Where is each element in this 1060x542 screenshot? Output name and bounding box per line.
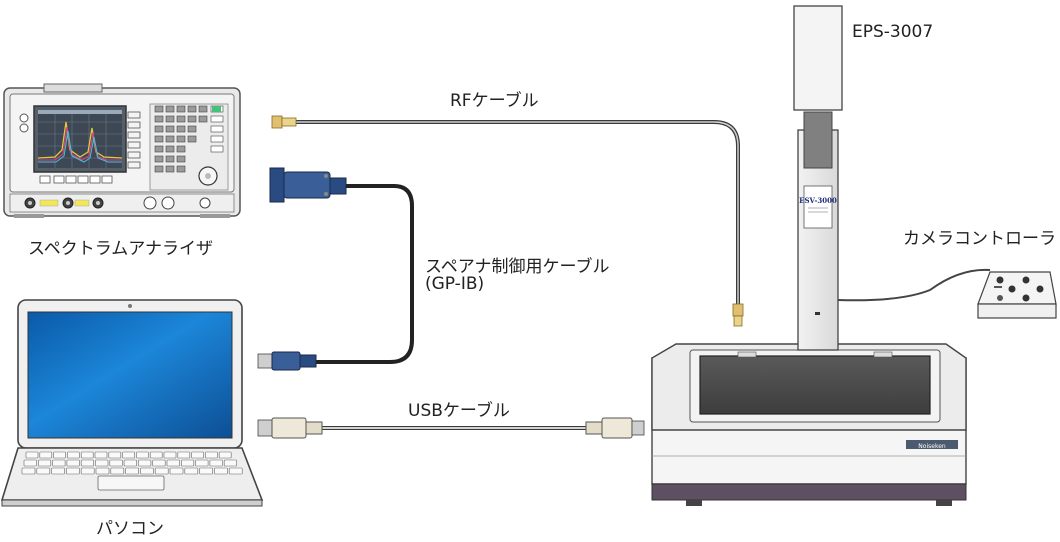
keyboard-key (214, 467, 228, 475)
pc-label: パソコン (96, 519, 164, 539)
camera-head (793, 5, 843, 111)
scan-tray (699, 355, 931, 415)
keyboard-key (21, 467, 36, 475)
gpib-cable-sublabel: (GP-IB) (425, 274, 485, 294)
gpib-cable (257, 167, 414, 371)
keyboard-key (191, 451, 204, 459)
spectrum-analyzer (3, 83, 241, 218)
keyboard-key (166, 459, 180, 467)
keyboard-key (37, 459, 52, 467)
keyboard-key (66, 459, 80, 467)
keyboard-key (80, 459, 94, 467)
laptop-touchpad (97, 475, 165, 491)
keyboard-key (36, 467, 51, 475)
keyboard-key (95, 459, 109, 467)
base-nameplate-text: Noiseken (918, 443, 946, 450)
eps-label: EPS-3007 (852, 22, 934, 42)
keyboard-key (125, 467, 139, 475)
keyboard-key (177, 451, 191, 459)
controller-cable (837, 268, 991, 302)
keyboard-key (223, 459, 237, 467)
keyboard-key (205, 451, 218, 459)
spectrum-analyzer-label: スペクトラムアナライザ (28, 239, 213, 259)
keyboard-key (218, 451, 232, 459)
rf-cable-label: RFケーブル (450, 91, 539, 111)
keyboard-key (138, 459, 152, 467)
eps-stand: Noiseken ESV-3000 (651, 5, 967, 506)
usb-cable-label: USBケーブル (408, 401, 510, 421)
keyboard-key (199, 467, 213, 475)
keyboard-key (67, 451, 80, 459)
usb-cable (257, 417, 645, 439)
laptop-pc (0, 299, 264, 507)
gpib-cable-label: スペアナ制御用ケーブル (425, 257, 610, 277)
keyboard-key (154, 467, 169, 475)
keyboard-key (181, 459, 195, 467)
keyboard-key (163, 451, 177, 459)
keyboard-key (66, 467, 80, 475)
keyboard-key (53, 451, 66, 459)
keyboard-key (184, 467, 199, 475)
esv-plate-text: ESV-3000 (799, 196, 837, 205)
keyboard-key (140, 467, 154, 475)
camera-controller-label: カメラコントローラ (903, 229, 1056, 249)
keyboard-key (109, 459, 123, 467)
keyboard-key (149, 451, 163, 459)
keyboard-key (195, 459, 209, 467)
keyboard-key (52, 459, 66, 467)
keyboard-key (94, 451, 108, 459)
keyboard-key (228, 467, 243, 475)
keyboard-key (169, 467, 184, 475)
keyboard-key (123, 459, 137, 467)
keyboard-key (110, 467, 125, 475)
keyboard-key (95, 467, 110, 475)
keyboard-key (80, 467, 95, 475)
camera-controller (977, 271, 1057, 319)
keyboard-key (209, 459, 223, 467)
laptop-screen (27, 311, 233, 439)
keyboard-key (51, 467, 65, 475)
keyboard-key (80, 451, 94, 459)
keyboard-key (108, 451, 122, 459)
laptop-keyboard (21, 451, 243, 475)
keyboard-key (122, 451, 135, 459)
keyboard-key (152, 459, 166, 467)
esv-plate (803, 185, 833, 229)
keyboard-key (25, 451, 39, 459)
keyboard-key (39, 451, 53, 459)
base-nameplate (906, 440, 958, 449)
keyboard-key (23, 459, 37, 467)
rf-cable (271, 115, 744, 327)
keyboard-key (136, 451, 149, 459)
